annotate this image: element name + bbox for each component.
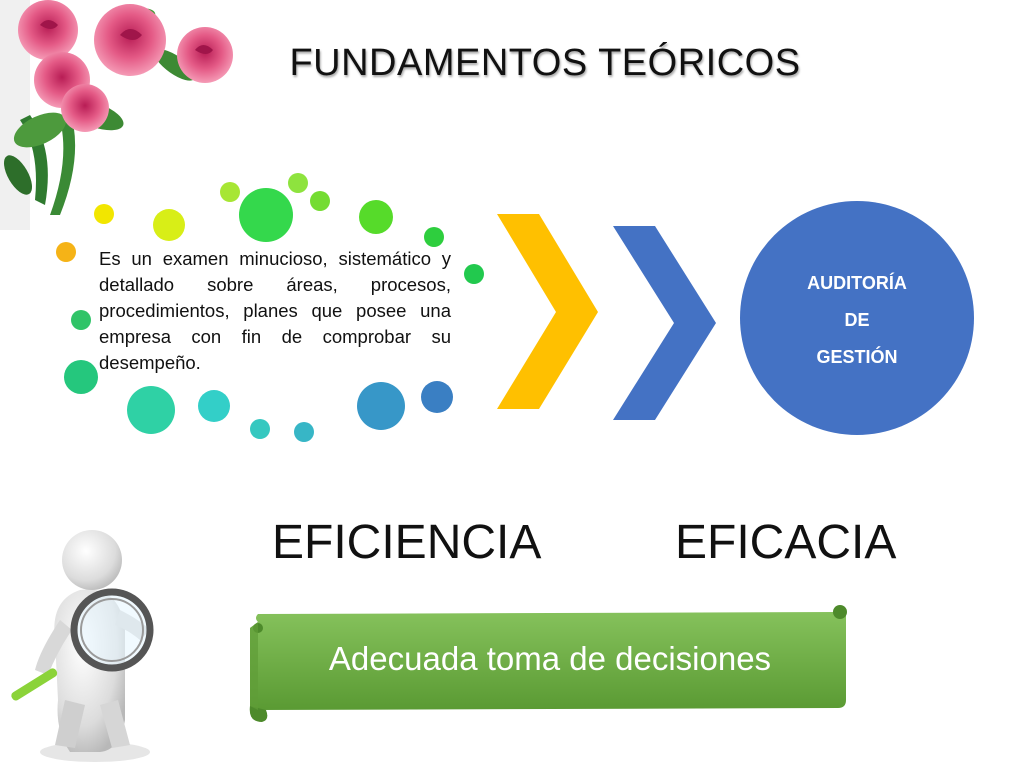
decision-banner	[249, 605, 847, 722]
word-eficiencia: EFICIENCIA	[272, 516, 542, 569]
circle-label-line-2: DE	[844, 310, 870, 330]
circle-label-line-3: GESTIÓN	[816, 347, 898, 367]
roses-decoration	[0, 0, 233, 230]
banner-text: Adecuada toma de decisiones	[328, 640, 772, 677]
person-with-magnifier	[11, 530, 154, 762]
word-eficacia: EFICACIA	[675, 516, 897, 569]
blue-chevron-arrow	[613, 226, 716, 420]
slide-title: FUNDAMENTOS TEÓRICOS	[289, 42, 801, 84]
decorative-dots	[56, 173, 484, 442]
auditoria-circle	[740, 201, 974, 435]
circle-label: AUDITORÍA DE GESTIÓN	[740, 265, 974, 376]
circle-label-line-1: AUDITORÍA	[807, 273, 907, 293]
definition-text: Es un examen minucioso, sistemático y de…	[99, 248, 451, 373]
yellow-chevron-arrow	[497, 214, 598, 409]
